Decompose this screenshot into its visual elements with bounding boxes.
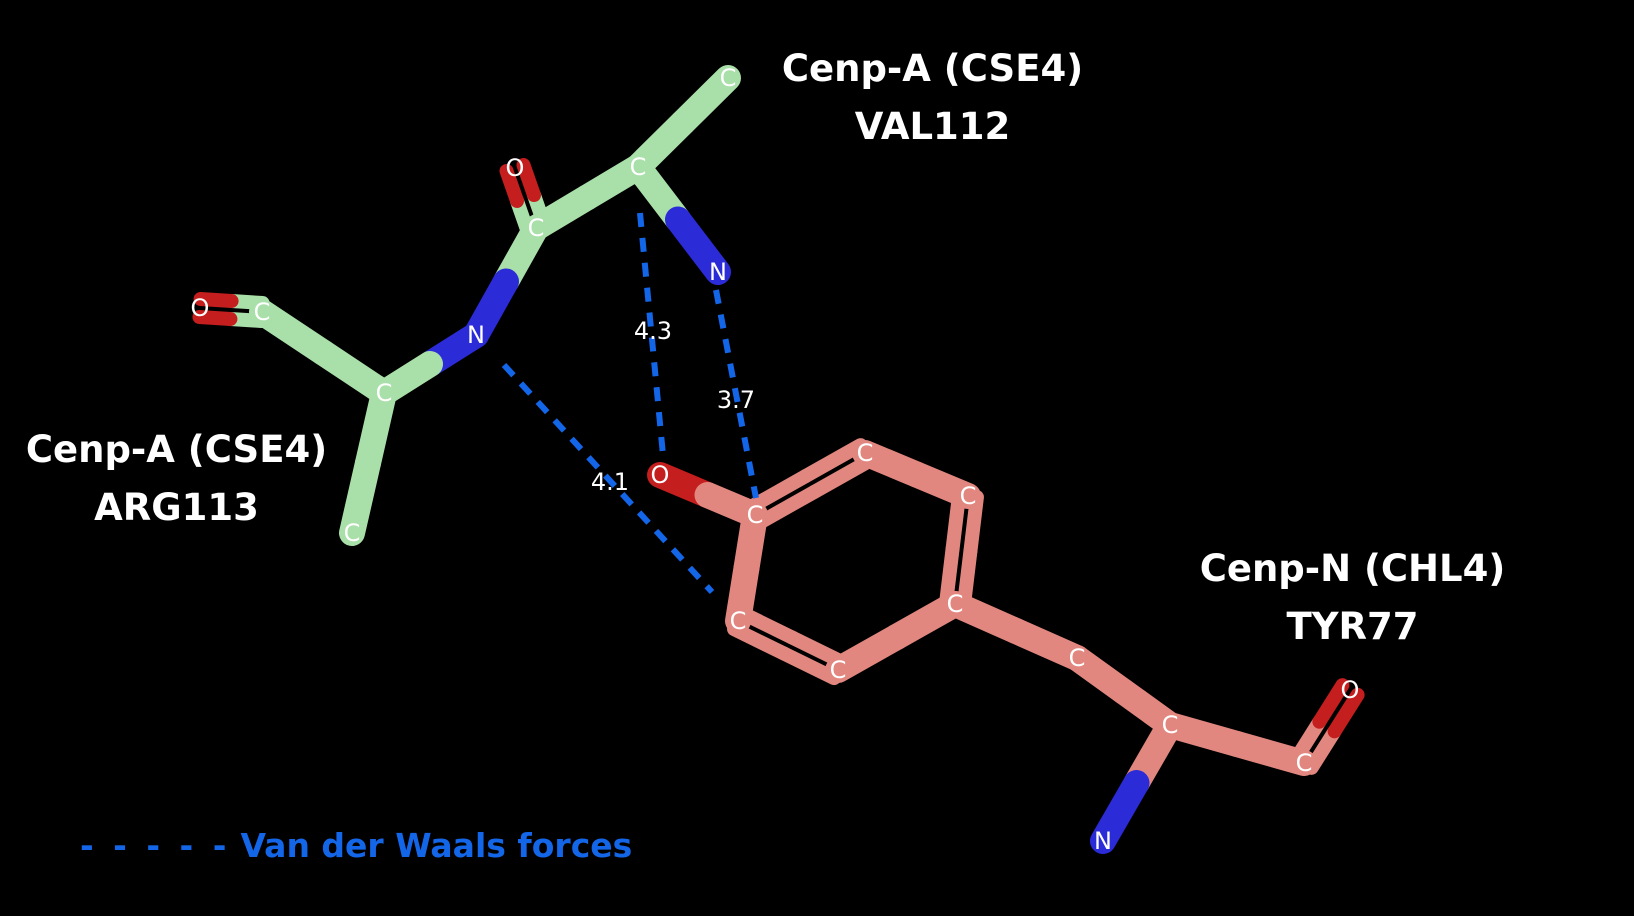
vdw-contact-d3 <box>501 362 715 595</box>
legend-text: Van der Waals forces <box>240 826 633 865</box>
vdw-contact-d1 <box>637 212 666 456</box>
atom-val_n: N <box>709 258 727 286</box>
atom-tyr_cb: C <box>1069 644 1086 672</box>
bond-arg_o-arg_c <box>193 292 239 309</box>
atom-tyr_oh: O <box>651 461 670 489</box>
distance-d3: 4.1 <box>591 468 629 496</box>
atom-tyr_o: O <box>1341 676 1360 704</box>
atom-tyr_c: C <box>1296 749 1313 777</box>
label-tyr77: Cenp-N (CHL4) TYR77 <box>1190 540 1515 656</box>
bond-tyr_cz-tyr_ce1 <box>752 484 822 530</box>
atom-arg_o: O <box>191 294 210 322</box>
atom-arg_c: C <box>254 298 271 326</box>
label-arg113: Cenp-A (CSE4) ARG113 <box>14 421 339 537</box>
bond-tyr_cz-tyr_ce1 <box>743 469 813 515</box>
distance-labels: 4.3 3.7 4.1 <box>591 317 755 496</box>
bond-val_o-val_c <box>499 163 525 208</box>
arg113-chain: Cenp-A (CSE4) <box>25 428 328 471</box>
atom-tyr_cg: C <box>947 590 964 618</box>
label-val112: Cenp-A (CSE4) VAL112 <box>770 40 1095 156</box>
bond-tyr_cz-tyr_ce2 <box>733 502 768 581</box>
bond-val_n-val_ca <box>665 206 731 285</box>
bond-tyr_ce1-tyr_cz <box>798 438 868 484</box>
tyr77-residue: TYR77 <box>1286 605 1419 648</box>
atom-labels: C C N C O N C C C O O C C C C C C C C N C O <box>191 64 1360 855</box>
bond-tyr_ce1-tyr_cz <box>807 453 877 499</box>
val112-chain: Cenp-A (CSE4) <box>781 47 1084 90</box>
bond-arg_o-arg_c <box>192 309 238 326</box>
distance-d1: 4.3 <box>634 317 672 345</box>
bond-sticks <box>192 65 1365 854</box>
bond-val_cb-val_ca <box>670 65 741 136</box>
bond-tyr_o-tyr_c <box>1327 687 1365 739</box>
van-der-waals-lines <box>501 212 759 595</box>
atom-val_o: O <box>506 154 525 182</box>
bond-tyr_n-tyr_ca <box>1090 770 1150 854</box>
bond-tyr_o-tyr_c <box>1312 678 1350 729</box>
tyr77-chain: Cenp-N (CHL4) <box>1199 547 1506 590</box>
atom-tyr_cz: C <box>747 501 764 529</box>
atom-val_cb: C <box>720 64 737 92</box>
vdw-contact-d2 <box>713 289 759 499</box>
distance-d2: 3.7 <box>717 386 755 414</box>
atom-arg_n: N <box>467 321 485 349</box>
bond-tyr_c-tyr_ca <box>1224 731 1317 776</box>
bond-tyr_cd2-tyr_cg <box>825 624 910 683</box>
atom-tyr_cd1: C <box>960 482 977 510</box>
atom-arg_ca: C <box>376 379 393 407</box>
atom-arg_cb: C <box>344 519 361 547</box>
atom-tyr_ca: C <box>1162 711 1179 739</box>
bond-arg_c-arg_ca <box>249 299 336 366</box>
atom-tyr_ce1: C <box>857 439 874 467</box>
arg113-residue: ARG113 <box>94 486 259 529</box>
atom-tyr_cd2: C <box>830 656 847 684</box>
atom-val_c: C <box>528 214 545 242</box>
bond-val_o-val_c <box>516 158 541 203</box>
atom-tyr_n: N <box>1094 827 1112 855</box>
atom-val_ca: C <box>630 153 647 181</box>
bond-arg_cb-arg_ca <box>339 450 381 546</box>
atom-tyr_ce2: C <box>730 607 747 635</box>
legend-vdw: - - - - -Van der Waals forces <box>80 826 632 865</box>
val112-residue: VAL112 <box>854 105 1011 148</box>
bond-tyr_cd1-tyr_ce1 <box>903 461 981 509</box>
legend-dashes: - - - - - <box>80 826 231 865</box>
